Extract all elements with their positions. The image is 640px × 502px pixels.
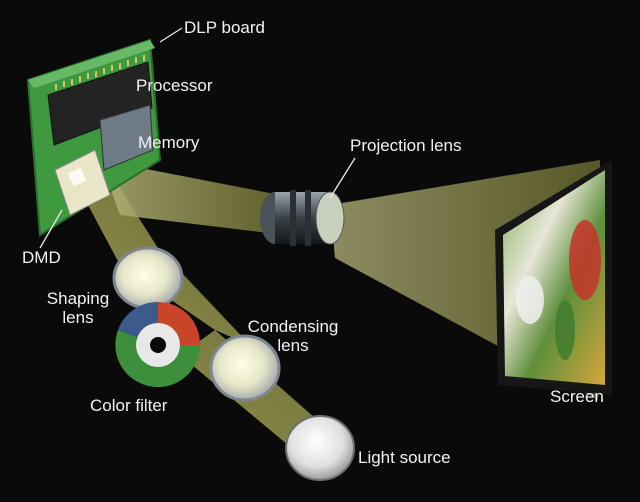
processor-pins: [55, 55, 145, 90]
projection-screen: [495, 160, 612, 395]
label-condensing-lens: Condensing lens: [238, 317, 348, 355]
light-source-bulb: [285, 415, 355, 481]
processor-chip: [47, 61, 153, 146]
label-dlp-board: DLP board: [184, 18, 265, 37]
label-screen: Screen: [550, 387, 604, 406]
color-filter-wheel: [115, 301, 201, 388]
shaping-lens-shape: [112, 246, 184, 310]
label-condensing-lens-line1: Condensing: [247, 317, 339, 336]
label-shaping-lens: Shaping lens: [38, 289, 118, 327]
dlp-board-edge: [28, 40, 155, 88]
projection-lens-shape: [260, 190, 345, 246]
label-shaping-lens-line1: Shaping: [46, 289, 110, 308]
label-dmd: DMD: [22, 248, 61, 267]
label-projection-lens: Projection lens: [350, 136, 462, 155]
label-color-filter: Color filter: [90, 396, 168, 415]
beam-dmd-to-lens: [100, 160, 285, 235]
dmd-chip: [54, 149, 111, 216]
memory-chip: [99, 104, 154, 171]
leader-lines: [39, 27, 356, 249]
dmd-mirror: [67, 167, 87, 187]
label-memory: Memory: [138, 133, 200, 152]
label-light-source: Light source: [358, 448, 451, 467]
label-processor: Processor: [136, 76, 213, 95]
label-shaping-lens-line2: lens: [62, 307, 94, 327]
label-condensing-lens-line2: lens: [277, 335, 309, 355]
condensing-lens-shape: [209, 334, 281, 402]
